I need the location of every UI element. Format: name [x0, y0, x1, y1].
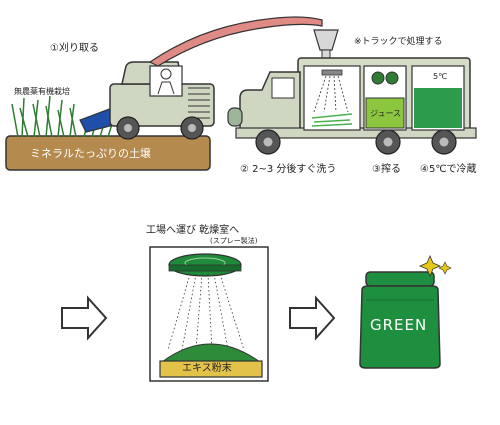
arrow-icon-1: [61, 295, 108, 341]
juice-label: ジュース: [370, 109, 402, 118]
spray-dots: [167, 273, 245, 351]
jar-label: GREEN: [370, 316, 428, 334]
factory-label: 工場へ運び 乾燥室へ: [146, 225, 240, 236]
step-harvest: ①刈り取る: [50, 43, 99, 54]
green-jar-icon: [359, 271, 441, 369]
step-wash: ② 2~3 分後すぐ洗う: [240, 164, 337, 175]
harvester-icon: [109, 61, 215, 140]
truck-icon: [227, 57, 477, 155]
powder-pile: [160, 343, 262, 363]
sparkle-icon-small: [438, 261, 452, 275]
spray-label: (スプレー製法): [210, 237, 258, 245]
step-chill: ④5℃で冷蔵: [420, 164, 477, 175]
step-squeeze: ③搾る: [372, 164, 401, 175]
sparkle-icon: [418, 254, 442, 278]
powder-label: エキス粉末: [182, 363, 232, 374]
soil-label: ミネラルたっぷりの土壌: [30, 147, 151, 160]
field-label: 無農薬有機栽培: [14, 87, 70, 96]
grass-icon: [11, 95, 113, 138]
truck-note: ※トラックで処理する: [354, 37, 443, 47]
tank-temp-label: 5℃: [433, 72, 448, 81]
funnel: [313, 29, 339, 51]
powder-label-box: [159, 360, 263, 378]
arrow-icon-2: [289, 295, 336, 341]
transfer-hose: [148, 16, 323, 67]
